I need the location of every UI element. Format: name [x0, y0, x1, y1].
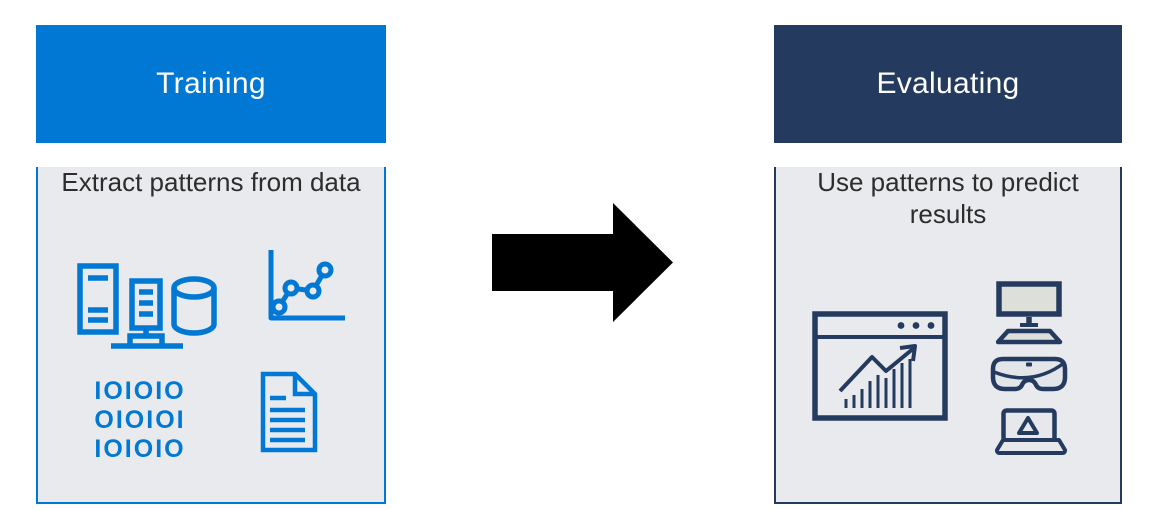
- browser-analytics-icon: [812, 311, 948, 421]
- binary-line: IOIOIO: [94, 377, 186, 405]
- binary-line: OIOIOI: [94, 406, 186, 434]
- document-icon: [260, 371, 318, 453]
- binary-code-text: IOIOIO OIOIOI IOIOIO: [66, 377, 214, 464]
- training-panel-body: Extract patterns from data: [36, 167, 386, 504]
- training-description: Extract patterns from data: [61, 167, 361, 197]
- flow-arrow-icon: [492, 203, 673, 322]
- evaluating-panel-body: Use patterns to predict results: [774, 167, 1122, 504]
- evaluating-description: Use patterns to predict results: [817, 167, 1079, 229]
- line-chart-icon: [268, 250, 345, 321]
- servers-icon: [77, 263, 217, 349]
- evaluating-panel-header: Evaluating: [774, 25, 1122, 143]
- vr-headset-icon: [990, 356, 1068, 392]
- binary-line: IOIOIO: [94, 435, 186, 463]
- evaluating-title: Evaluating: [876, 67, 1020, 100]
- training-panel: Training Extract patterns from data: [36, 25, 386, 504]
- training-panel-header: Training: [36, 25, 386, 143]
- evaluating-panel: Evaluating Use patterns to predict resul…: [774, 25, 1122, 504]
- training-title: Training: [156, 67, 266, 100]
- monitor-icon: [996, 281, 1063, 345]
- laptop-icon: [994, 408, 1068, 455]
